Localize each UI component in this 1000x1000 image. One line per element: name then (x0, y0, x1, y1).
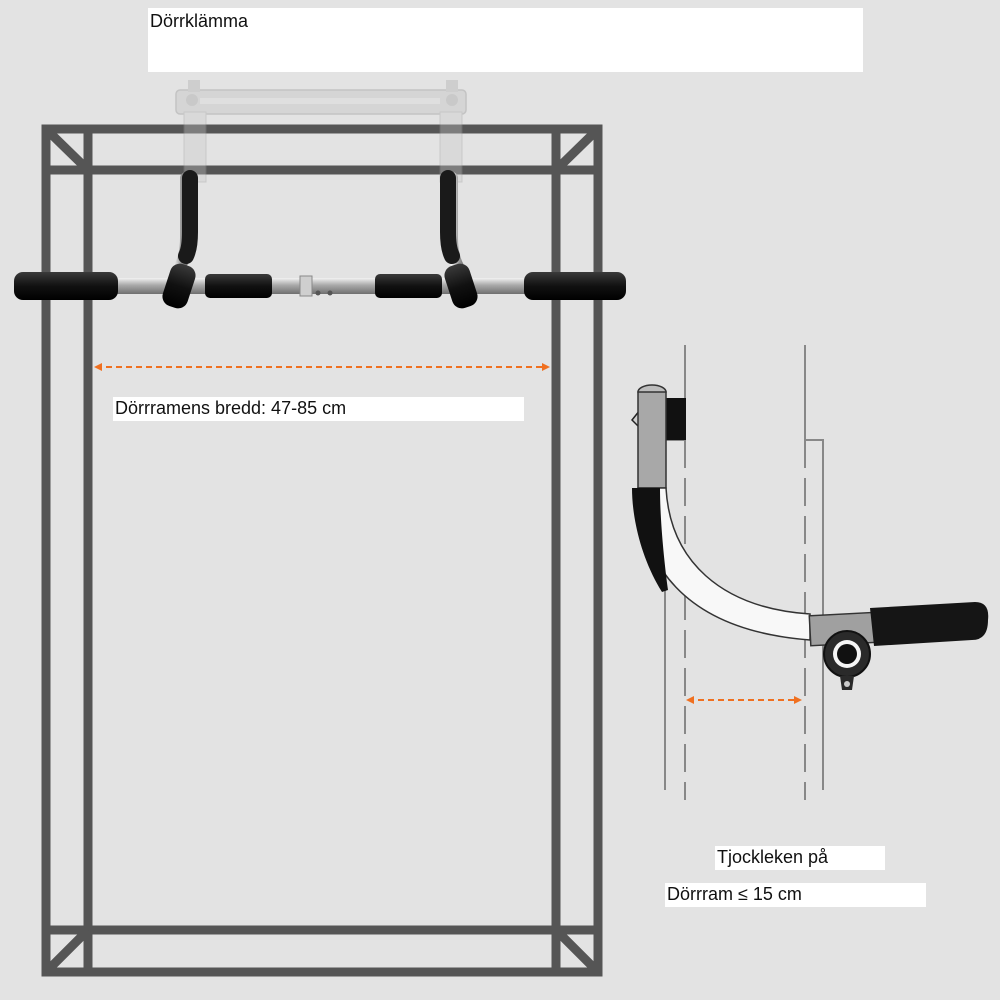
door-frame (41, 124, 603, 977)
pull-up-bar (14, 170, 626, 309)
thickness-label-line1: Tjockleken på (715, 846, 885, 870)
door-clamp (175, 80, 467, 183)
door-clamp-label: Dörrklämma (148, 8, 863, 72)
thickness-label-line2: Dörrram ≤ 15 cm (665, 883, 926, 907)
frame-width-label: Dörrramens bredd: 47-85 cm (113, 397, 524, 421)
side-profile-bar (630, 384, 989, 690)
